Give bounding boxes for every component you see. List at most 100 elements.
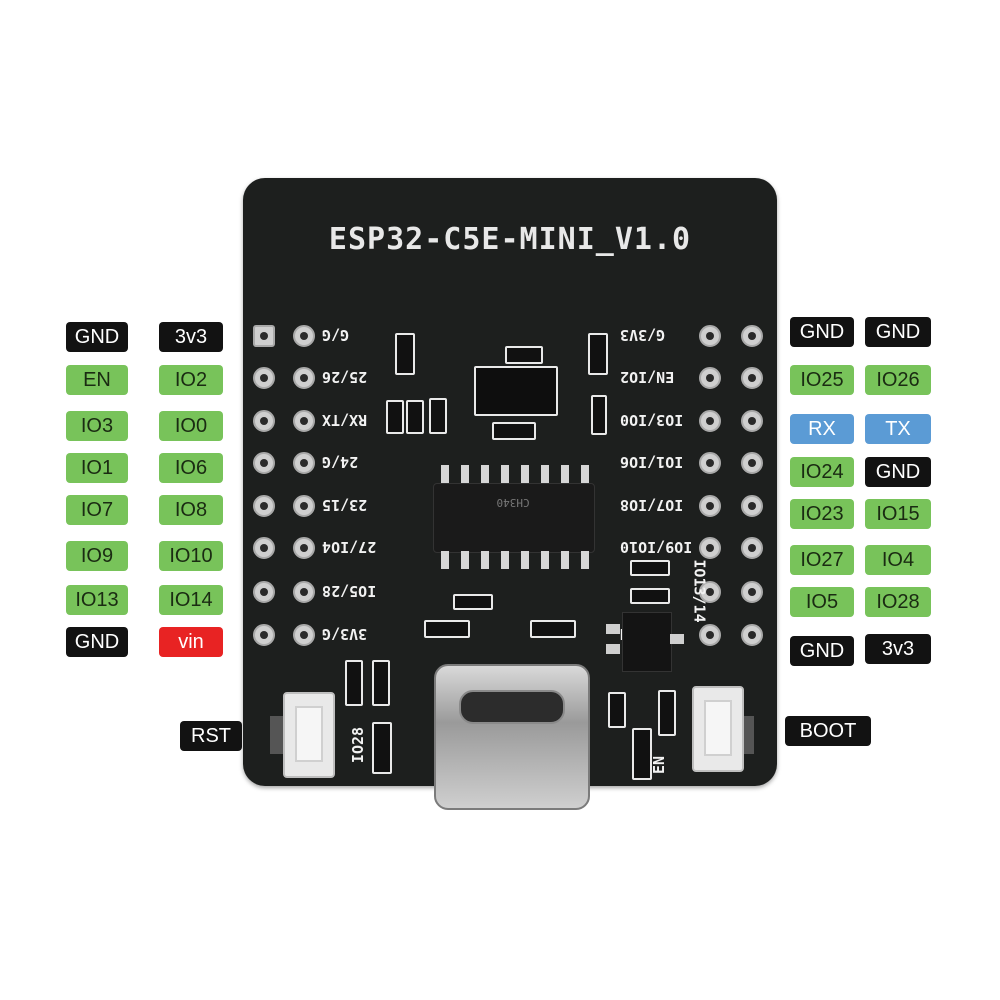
chip-pin: [541, 465, 549, 483]
pin-label-left-inner: IO10: [159, 541, 223, 571]
silk-left-3: 24/G: [322, 453, 359, 471]
header-pad: [741, 367, 763, 389]
header-pad: [699, 367, 721, 389]
pin-label-left-outer: GND: [66, 322, 128, 352]
regulator-pin: [606, 644, 620, 654]
smd-component: [530, 620, 576, 638]
chip-pin: [461, 551, 469, 569]
silk-right-3: IO1/IO6: [620, 453, 684, 471]
chip-pin: [521, 551, 529, 569]
header-pad: [253, 495, 275, 517]
header-pad: [253, 581, 275, 603]
header-pad: [741, 537, 763, 559]
header-pad: [699, 495, 721, 517]
smd-component: [345, 660, 363, 706]
silk-left-5: 27/IO4: [322, 538, 377, 556]
header-pad: [253, 367, 275, 389]
header-pad: [699, 325, 721, 347]
chip-pin: [441, 465, 449, 483]
rst-button-side: [270, 716, 284, 754]
regulator-pin: [670, 634, 684, 644]
smd-component: [453, 594, 493, 610]
usb-serial-chip: [433, 483, 595, 553]
silk-right-1: EN/IO2: [620, 368, 675, 386]
boot-button-cap[interactable]: [704, 700, 732, 756]
chip-pin: [581, 551, 589, 569]
usb-c-connector[interactable]: [434, 664, 590, 810]
header-pad: [741, 452, 763, 474]
header-pad: [293, 624, 315, 646]
pin-label-right-inner: IO5: [790, 587, 854, 617]
pin-label-right-inner: IO24: [790, 457, 854, 487]
chip-pin: [541, 551, 549, 569]
pin-label-left-inner: 3v3: [159, 322, 223, 352]
pin-label-right-inner: IO27: [790, 545, 854, 575]
header-pad: [253, 410, 275, 432]
header-pad: [293, 410, 315, 432]
voltage-regulator: [622, 612, 672, 672]
pin-label-left-outer: IO7: [66, 495, 128, 525]
header-pad: [699, 410, 721, 432]
transistor-package: [474, 366, 558, 416]
chip-pin: [501, 551, 509, 569]
pin-label-right-outer: GND: [865, 457, 931, 487]
silk-right-4: IO7/IO8: [620, 496, 684, 514]
usb-c-port-opening: [459, 690, 565, 724]
pin-label-right-inner: GND: [790, 317, 854, 347]
header-pad: [293, 495, 315, 517]
boot-label: BOOT: [785, 716, 871, 746]
pin-label-right-inner: IO23: [790, 499, 854, 529]
pin-label-right-outer: 3v3: [865, 634, 931, 664]
silk-left-6: IO5/28: [322, 582, 377, 600]
pin-label-right-inner: IO25: [790, 365, 854, 395]
chip-marking: CH340: [496, 496, 530, 509]
pin-label-right-inner: GND: [790, 636, 854, 666]
pin-label-right-outer: IO26: [865, 365, 931, 395]
silk-right-6: IO13/14: [690, 559, 709, 623]
pin-label-right-outer: GND: [865, 317, 931, 347]
header-pad: [741, 624, 763, 646]
smd-component: [406, 400, 424, 434]
chip-pin: [481, 465, 489, 483]
rst-label: RST: [180, 721, 242, 751]
pin-label-right-outer: IO28: [865, 587, 931, 617]
smd-component: [372, 660, 390, 706]
silk-right-2: IO3/IO0: [620, 411, 684, 429]
header-pad: [741, 410, 763, 432]
pin-label-left-outer: EN: [66, 365, 128, 395]
pin-label-right-outer: IO4: [865, 545, 931, 575]
board-title: ESP32-C5E-MINI_V1.0: [328, 222, 692, 257]
silk-left-2: RX/TX: [322, 411, 368, 429]
chip-pin: [561, 551, 569, 569]
pin-label-left-inner: IO2: [159, 365, 223, 395]
silk-left-4: 23/15: [322, 496, 368, 514]
smd-component: [630, 560, 670, 576]
smd-component: [492, 422, 536, 440]
header-pad: [741, 325, 763, 347]
header-pad: [699, 537, 721, 559]
chip-pin: [501, 465, 509, 483]
pin-label-left-inner: IO0: [159, 411, 223, 441]
rst-button-cap[interactable]: [295, 706, 323, 762]
header-pad: [699, 452, 721, 474]
chip-pin: [441, 551, 449, 569]
header-pad: [253, 452, 275, 474]
header-pad: [253, 325, 275, 347]
header-pad: [253, 537, 275, 559]
smd-component: [630, 588, 670, 604]
silk-left-1: 25/26: [322, 368, 368, 386]
pin-label-left-outer: IO3: [66, 411, 128, 441]
smd-component: [588, 333, 608, 375]
header-pad: [293, 537, 315, 559]
chip-pin: [581, 465, 589, 483]
smd-component: [372, 722, 392, 774]
header-pad: [293, 367, 315, 389]
pin-label-right-outer: TX: [865, 414, 931, 444]
pin-label-left-outer: GND: [66, 627, 128, 657]
silk-left-7: 3V3/G: [322, 625, 368, 643]
pin-label-left-inner: IO8: [159, 495, 223, 525]
pin-label-left-outer: IO9: [66, 541, 128, 571]
regulator-pin: [606, 624, 620, 634]
pin-label-right-outer: IO15: [865, 499, 931, 529]
header-pad: [699, 624, 721, 646]
